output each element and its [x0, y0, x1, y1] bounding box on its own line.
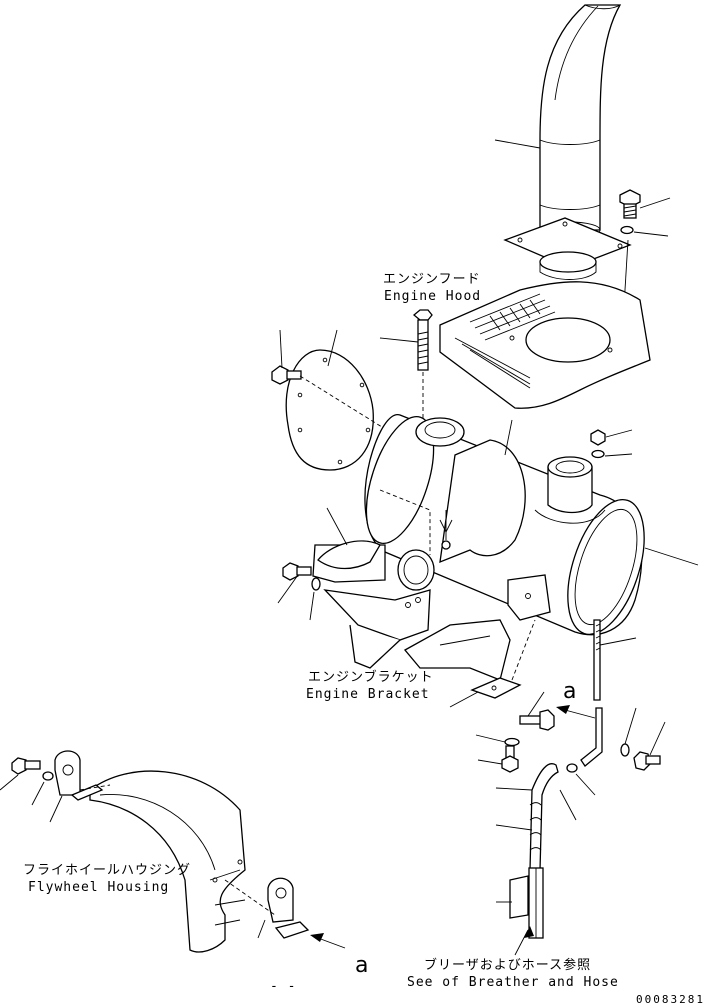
mount-plate: [317, 540, 381, 570]
engine-hood-en: Engine Hood: [384, 289, 481, 304]
bracket-bolt: [282, 562, 312, 581]
bracket-washer: [311, 577, 321, 591]
muffler-nut: [590, 429, 606, 446]
long-bolt: [412, 309, 433, 371]
cover-plate: [285, 349, 374, 471]
muffler: [364, 414, 645, 636]
view-a-lower: a: [310, 933, 368, 978]
engine-bracket-en: Engine Bracket: [306, 687, 430, 702]
flywheel-bracket-lower: [267, 877, 310, 939]
flywheel-bolt: [11, 757, 41, 775]
muffler-washer: [591, 449, 605, 459]
breather-hose-en: See of Breather and Hose: [407, 975, 619, 990]
engine-hood-jp: エンジンフード: [383, 272, 481, 287]
breather-tube: [566, 619, 603, 773]
leader-bolt-upper: [639, 197, 671, 209]
document-number: 00083281: [636, 993, 705, 1006]
lower-bolt: [501, 745, 519, 773]
flywheel-washer: [42, 771, 54, 781]
breather-ref-arrow: [514, 926, 534, 956]
flywheel-housing-jp: フライホイールハウジング: [23, 863, 191, 878]
breather-hose-jp: ブリーザおよびホース参照: [424, 957, 591, 973]
leader-band: [504, 419, 513, 456]
leader-muffler: [644, 547, 699, 566]
flywheel-bracket-upper: [54, 750, 104, 801]
clip-washer: [504, 737, 520, 747]
tube-washer: [620, 743, 630, 757]
exhaust-pipe: [539, 4, 622, 239]
flywheel-housing: [89, 770, 246, 953]
small-clip: [470, 677, 522, 699]
leader-pipe: [494, 139, 541, 149]
flange-bolt: [619, 189, 641, 219]
engine-bracket-label: エンジンブラケット Engine Bracket: [306, 669, 434, 702]
flywheel-housing-en: Flywheel Housing: [28, 880, 169, 895]
leader-long-bolt: [379, 337, 419, 343]
tube-bolt: [633, 751, 661, 771]
breather-label: ブリーザおよびホース参照 See of Breather and Hose: [407, 957, 619, 990]
engine-hood-label: エンジンフード Engine Hood: [383, 272, 481, 304]
breather-hose: [509, 763, 559, 939]
flange-washer: [620, 225, 634, 235]
engine-hood-panel: [439, 281, 651, 409]
view-a-upper-letter: a: [563, 679, 576, 704]
dash-mark: - -: [270, 979, 296, 994]
mount-bracket-right: [403, 574, 551, 681]
view-a-lower-letter: a: [355, 953, 368, 978]
pipe-flange: [503, 217, 632, 280]
engine-bracket-jp: エンジンブラケット: [308, 669, 434, 685]
leader-washer-upper: [633, 231, 669, 237]
view-a-upper: a: [556, 679, 596, 719]
flywheel-housing-label: フライホイールハウジング Flywheel Housing: [23, 863, 191, 895]
clip-bolt: [519, 709, 555, 731]
cover-bolt: [271, 365, 302, 385]
